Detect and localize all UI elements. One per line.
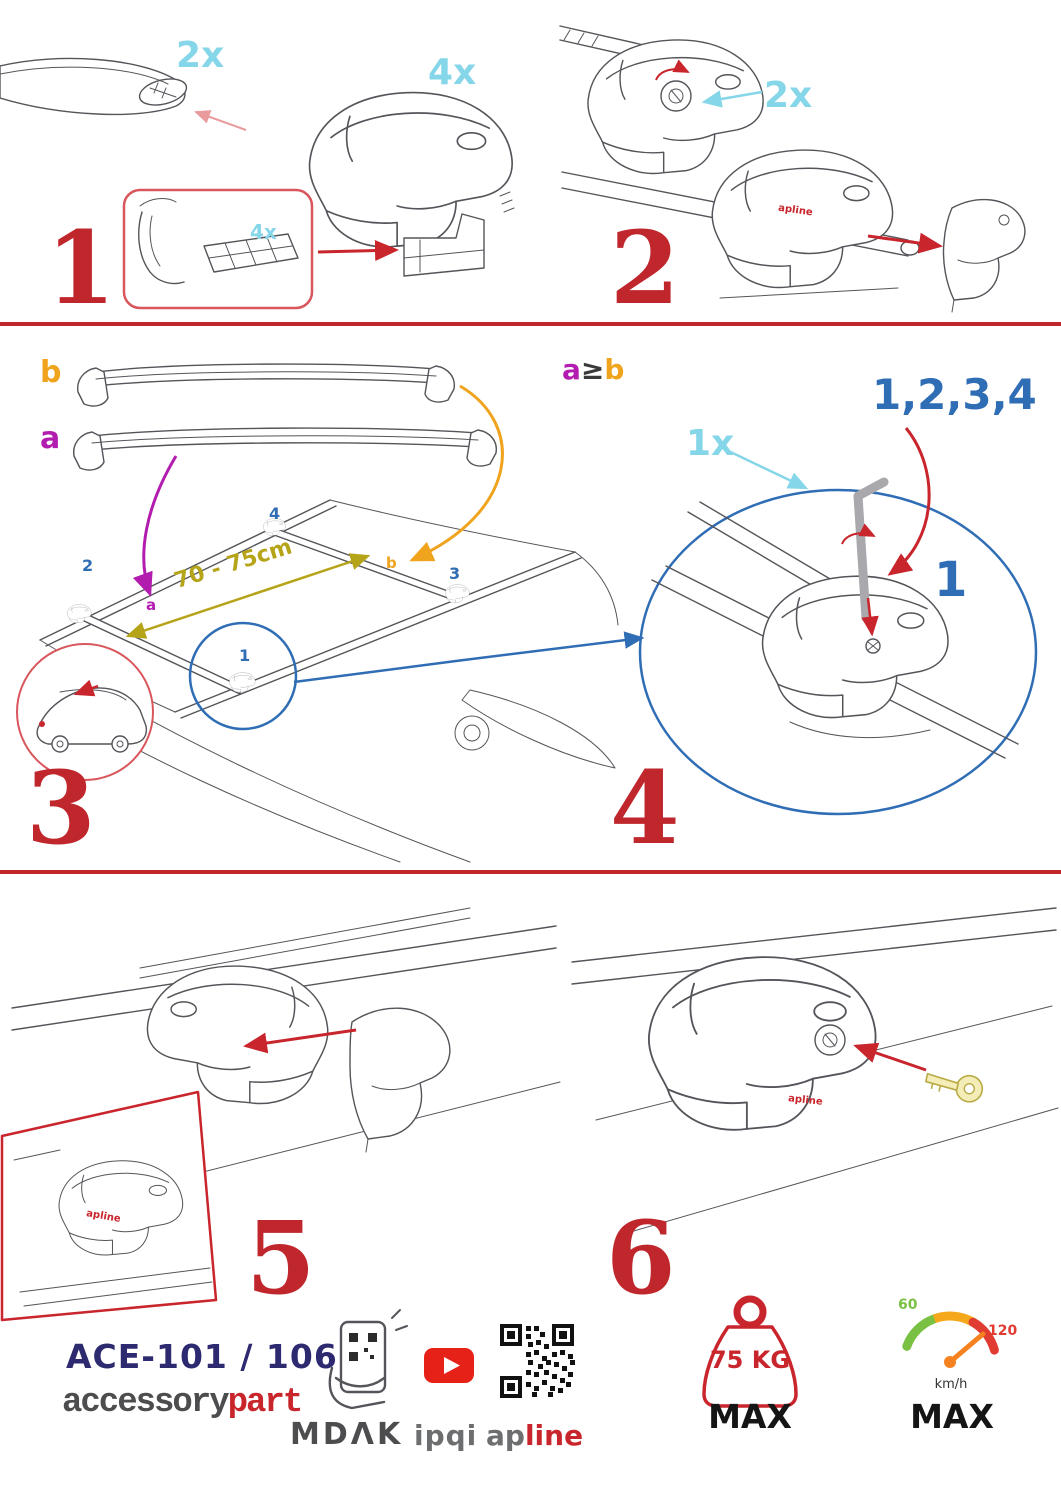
apline-left: ap bbox=[486, 1419, 525, 1452]
speedometer-icon bbox=[902, 1311, 999, 1368]
model-number: ACE-101 / 106 bbox=[66, 1337, 338, 1376]
step3-number: 3 bbox=[26, 749, 96, 867]
youtube-icon bbox=[424, 1348, 474, 1383]
roof-position-a: a bbox=[146, 596, 157, 614]
tighten-first-label: 1 bbox=[934, 552, 968, 608]
max-weight-value: 75 KG bbox=[709, 1346, 791, 1374]
condition-ge: ≥ bbox=[580, 353, 605, 386]
condition-b: b bbox=[604, 353, 625, 386]
key-quantity-label: 1x bbox=[686, 423, 735, 464]
roof-position-b: b bbox=[386, 554, 397, 572]
tighten-sequence-label: 1,2,3,4 bbox=[872, 370, 1037, 419]
ipqi-logo: ipqi bbox=[414, 1419, 478, 1452]
phone-qr-icon bbox=[328, 1309, 408, 1410]
step5-number: 5 bbox=[246, 1199, 316, 1317]
roof-position-4: 4 bbox=[269, 504, 281, 523]
brand-left: accessory bbox=[62, 1384, 230, 1422]
step5-art bbox=[0, 907, 561, 1322]
step6-number: 6 bbox=[606, 1199, 676, 1317]
apline-right: line bbox=[524, 1419, 584, 1452]
bar-quantity-label: 2x bbox=[176, 35, 225, 76]
mdak-logo: MDΛK bbox=[290, 1417, 404, 1452]
step4-number: 4 bbox=[610, 749, 680, 867]
footer-icons bbox=[328, 1295, 999, 1410]
bar-a-label: a bbox=[40, 421, 61, 456]
condition-a: a bbox=[562, 353, 581, 386]
lock-quantity-label: 2x bbox=[764, 75, 813, 116]
foot-quantity-label: 4x bbox=[428, 52, 477, 93]
speed-low-tick: 60 bbox=[898, 1297, 918, 1313]
step3-art bbox=[16, 363, 645, 863]
condition-label: a≥b bbox=[562, 356, 624, 384]
brand-right: part bbox=[227, 1384, 304, 1422]
step4-art bbox=[638, 427, 1038, 816]
step2-art bbox=[559, 25, 1026, 313]
roof-position-1: 1 bbox=[239, 646, 251, 665]
step1-number: 1 bbox=[46, 209, 116, 327]
max-weight-label: MAX bbox=[708, 1397, 792, 1436]
step1-art bbox=[0, 57, 515, 310]
qr-code-icon bbox=[500, 1324, 575, 1398]
apline-logo: apline bbox=[486, 1422, 583, 1450]
max-speed-label: MAX bbox=[910, 1397, 994, 1436]
divider-top bbox=[0, 322, 1061, 326]
roof-position-2: 2 bbox=[82, 556, 94, 575]
divider-middle bbox=[0, 870, 1061, 874]
speed-high-tick: 120 bbox=[988, 1323, 1018, 1339]
weight-icon bbox=[702, 1295, 798, 1408]
key-icon bbox=[925, 1072, 984, 1103]
pad-quantity-label: 4x bbox=[250, 220, 277, 244]
bar-b-label: b bbox=[40, 355, 62, 390]
step6-art bbox=[571, 907, 1059, 1236]
step2-number: 2 bbox=[610, 209, 680, 327]
brand-logo: accessorypart bbox=[62, 1384, 304, 1422]
speed-unit-label: km/h bbox=[934, 1377, 968, 1392]
roof-position-3: 3 bbox=[449, 564, 461, 583]
